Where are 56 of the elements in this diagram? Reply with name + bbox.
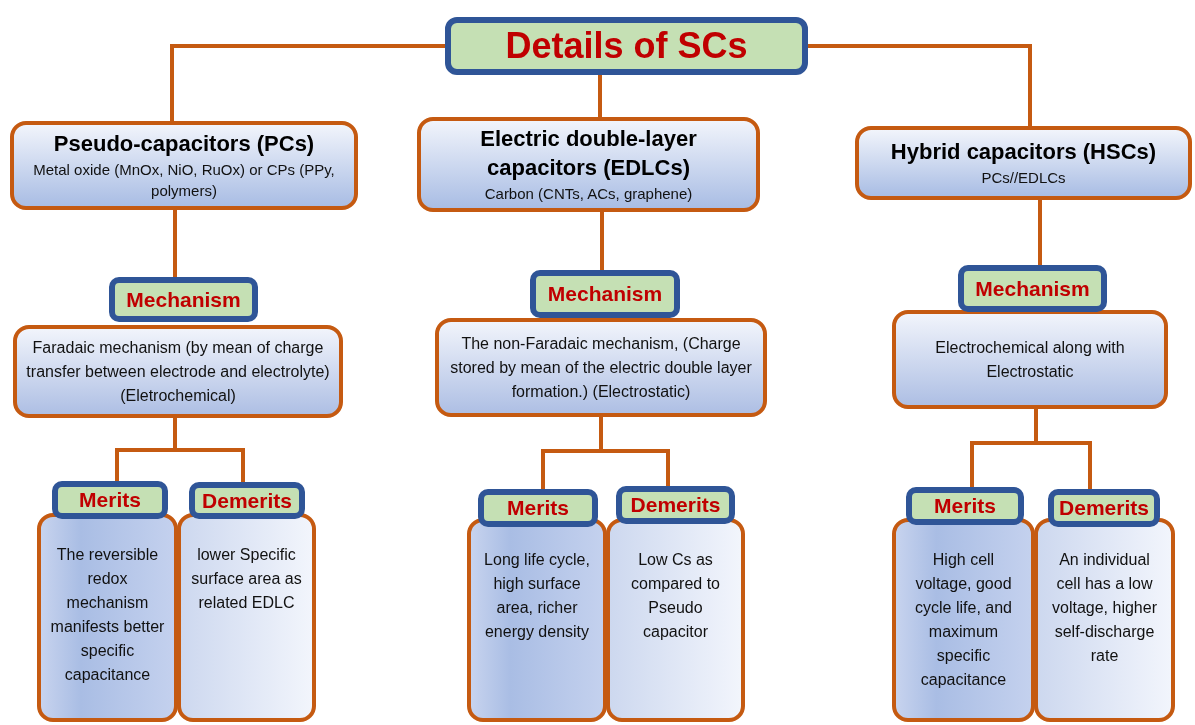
tag-label-box <box>906 487 1024 525</box>
demerits-panel <box>177 513 316 722</box>
connector-line <box>600 212 604 270</box>
heading-text: Electric double-layer capacitors (EDLCs) <box>479 125 698 182</box>
connector-line <box>1038 200 1042 265</box>
category-box <box>10 121 358 210</box>
title-box <box>445 17 808 75</box>
tag-label-box <box>958 265 1107 312</box>
subtitle-text: PCs//EDLCs <box>981 167 1066 188</box>
description-text: High cell voltage, good cycle life, and maximum specific capacitance <box>914 550 1013 690</box>
mechanism-box <box>13 325 343 418</box>
tag-label-box <box>478 489 598 527</box>
tag-label-box <box>189 482 305 519</box>
tag-label-box <box>530 270 680 318</box>
tag-text: Mechanism <box>547 282 663 306</box>
subtitle-text: Carbon (CNTs, ACs, graphene) <box>484 183 693 204</box>
tag-label-box <box>1048 489 1160 527</box>
tag-text: Mechanism <box>975 276 1090 301</box>
category-box <box>417 117 760 212</box>
subtitle-text: Metal oxide (MnOx, NiO, RuOx) or CPs (PPy, polymers) <box>32 159 336 201</box>
demerits-panel <box>1034 518 1175 722</box>
connector-line <box>173 210 177 277</box>
tag-text: Demerits <box>1059 496 1149 520</box>
mechanism-box <box>435 318 767 417</box>
connector-line <box>598 75 602 117</box>
description-text: The reversible redox mechanism manifests better specific capacitance <box>49 545 166 685</box>
tag-text: Demerits <box>630 493 721 517</box>
description-text: Electrochemical along with Electrostatic <box>934 337 1126 382</box>
description-text: Long life cycle, high surface area, richer energy density <box>483 550 591 642</box>
category-box <box>855 126 1192 200</box>
tag-text: Merits <box>934 494 996 518</box>
description-text: Faradaic mechanism (by mean of charge transfer between electrode and electrolyte) (Eletrochemical) <box>25 337 331 406</box>
connector-line <box>173 418 245 482</box>
connector-line <box>170 44 445 121</box>
tag-label-box <box>52 481 168 519</box>
description-text: lower Specific surface area as related EDLC <box>190 545 303 613</box>
merits-panel <box>37 513 178 722</box>
tag-label-box <box>616 486 735 524</box>
connector-line <box>808 44 1032 126</box>
heading-text: Pseudo-capacitors (PCs) <box>53 130 315 159</box>
tag-text: Merits <box>79 488 141 512</box>
tag-label-box <box>109 277 258 322</box>
description-text: The non-Faradaic mechanism, (Charge stored by mean of the electric double layer formation.) (Electrostatic) <box>449 333 753 402</box>
tag-text: Merits <box>507 496 569 520</box>
demerits-panel <box>606 518 745 722</box>
connector-line <box>599 417 670 486</box>
heading-text: Hybrid capacitors (HSCs) <box>890 138 1157 167</box>
description-text: An individual cell has a low voltage, higher self-discharge rate <box>1051 550 1158 666</box>
merits-panel <box>892 518 1035 722</box>
connector-line <box>1034 409 1092 489</box>
tag-text: Demerits <box>202 488 292 513</box>
title-text: Details of SCs <box>505 26 748 66</box>
merits-panel <box>467 518 607 722</box>
tag-text: Mechanism <box>126 287 241 312</box>
description-text: Low Cs as compared to Pseudo capacitor <box>630 550 721 642</box>
mechanism-box <box>892 310 1168 409</box>
